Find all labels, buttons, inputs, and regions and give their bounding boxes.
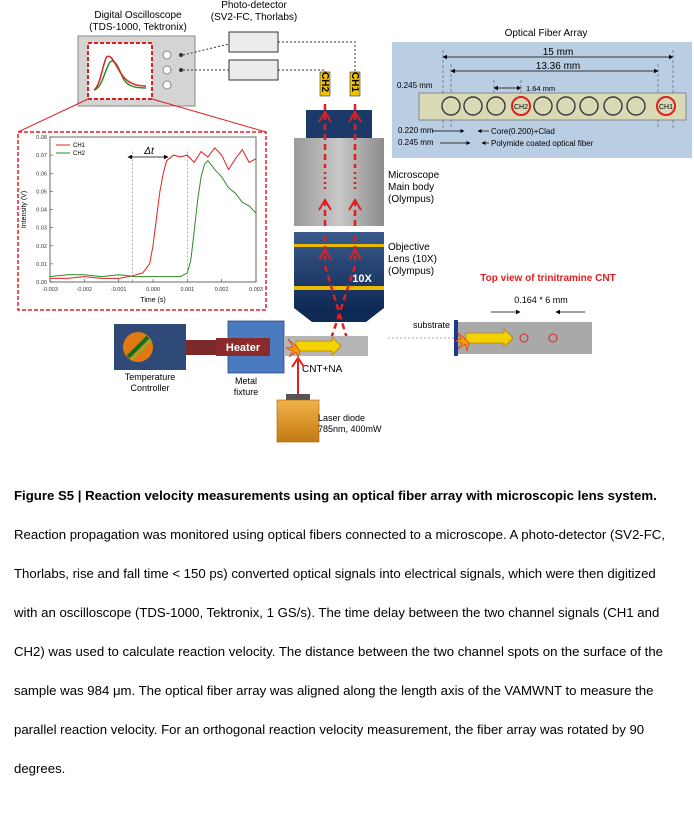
laser-spec: 785nm, 400mW — [318, 424, 382, 434]
y-tick-label: 0.07 — [36, 153, 47, 159]
oscilloscope: Digital Oscilloscope (TDS-1000, Tektroni… — [77, 10, 196, 107]
x-tick-label: -0.003 — [42, 287, 58, 293]
objective-label-2: Lens (10X) — [388, 254, 437, 265]
y-tick-label: 0.06 — [36, 171, 47, 177]
laser-label: Laser diode — [318, 413, 365, 423]
sample: CNT+NA — [284, 336, 368, 375]
photodetector-title: Photo-detector — [221, 0, 287, 11]
label-coating: Polymide coated optical fiber — [491, 139, 594, 148]
chart-frame — [17, 131, 267, 311]
ch1-label: CH1 — [349, 72, 360, 92]
x-tick-label: 0.001 — [180, 287, 194, 293]
fiber-ch1-label: CH1 — [659, 104, 673, 111]
x-tick-label: 0.000 — [146, 287, 160, 293]
laser-diode: Laser diode 785nm, 400mW — [276, 356, 382, 443]
label-core: Core(0.200)+Clad — [491, 127, 555, 136]
substrate-label: substrate — [413, 320, 450, 330]
dim-pitch: 1.64 mm — [526, 84, 555, 93]
dim-core: 0.220 mm — [398, 126, 434, 135]
top-view: Top view of trinitramine CNT 0.164 * 6 m… — [388, 273, 616, 356]
signal-cables — [182, 41, 356, 72]
metal-fixture-label: Metal — [235, 376, 257, 386]
y-tick-label: 0.03 — [36, 226, 47, 232]
temp-controller-label-2: Controller — [130, 383, 169, 393]
photodetector: Photo-detector (SV2-FC, Thorlabs) — [211, 0, 298, 81]
metal-fixture-label-2: fixture — [234, 387, 259, 397]
zoom-lines — [17, 98, 267, 133]
microscope: 10X Microscope Main body (Olympus) Objec… — [294, 110, 440, 322]
y-tick-label: 0.00 — [36, 280, 47, 286]
dim-total: 15 mm — [543, 47, 574, 58]
microscope-body-label-3: (Olympus) — [388, 194, 434, 205]
fiber-connectors: CH2 CH1 — [319, 71, 361, 97]
series-line-ch1 — [50, 147, 257, 279]
y-tick-label: 0.01 — [36, 262, 47, 268]
chart-delta-t: Δt — [143, 146, 155, 157]
photodetector-model: (SV2-FC, Thorlabs) — [211, 12, 298, 23]
x-axis-label: Time (s) — [140, 297, 165, 304]
x-tick-label: 0.003 — [249, 287, 263, 293]
figure-caption: Figure S5 | Reaction velocity measuremen… — [14, 476, 674, 788]
dim-coating: 0.245 mm — [398, 138, 434, 147]
series-line-ch2 — [49, 159, 257, 278]
optical-paths — [318, 104, 362, 343]
temperature-controller: Temperature Controller — [114, 324, 186, 393]
dim-inner: 13.36 mm — [536, 61, 580, 72]
top-view-title: Top view of trinitramine CNT — [480, 273, 615, 284]
sample-label: CNT+NA — [302, 364, 343, 375]
oscilloscope-chart: 0.00 0.01 0.02 0.03 0.04 0.05 0.06 0.07 0.08 -0.0… — [17, 131, 267, 311]
dim-height: 0.245 mm — [397, 81, 433, 90]
top-view-dims: 0.164 * 6 mm — [514, 295, 568, 305]
x-tick-label: -0.001 — [111, 287, 127, 293]
ch2-label: CH2 — [319, 72, 330, 92]
y-tick-label: 0.08 — [36, 135, 47, 141]
temp-controller-label: Temperature — [125, 372, 176, 382]
caption-title: Figure S5 | Reaction velocity measuremen… — [14, 488, 657, 503]
oscilloscope-model: (TDS-1000, Tektronix) — [89, 22, 187, 33]
legend-label-ch1: CH1 — [73, 143, 86, 149]
setup-diagram: Digital Oscilloscope (TDS-1000, Tektroni… — [17, 0, 692, 443]
y-tick-label: 0.04 — [36, 208, 47, 214]
caption-body: Reaction propagation was monitored using… — [14, 527, 665, 776]
oscilloscope-title: Digital Oscilloscope — [94, 10, 182, 21]
y-tick-label: 0.05 — [36, 189, 47, 195]
x-tick-label: -0.002 — [77, 287, 93, 293]
microscope-body-label: Microscope — [388, 170, 440, 181]
legend-label-ch2: CH2 — [73, 151, 86, 157]
objective-label: Objective — [388, 242, 430, 253]
microscope-body-label-2: Main body — [388, 182, 434, 193]
y-axis-label: Intensity (V) — [21, 191, 28, 228]
heater-label: Heater — [226, 342, 261, 354]
fiber-array-panel: Optical Fiber Array 15 mm 13.36 mm 1.64 … — [392, 28, 692, 158]
y-tick-label: 0.02 — [36, 244, 47, 250]
fiber-ch2-label: CH2 — [514, 104, 528, 111]
objective-label-3: (Olympus) — [388, 266, 434, 277]
objective-magnification: 10X — [352, 273, 372, 285]
heater-assembly: Heater Metal fixture — [186, 320, 285, 397]
fiber-array-title: Optical Fiber Array — [505, 28, 588, 39]
x-tick-label: 0.002 — [215, 287, 229, 293]
